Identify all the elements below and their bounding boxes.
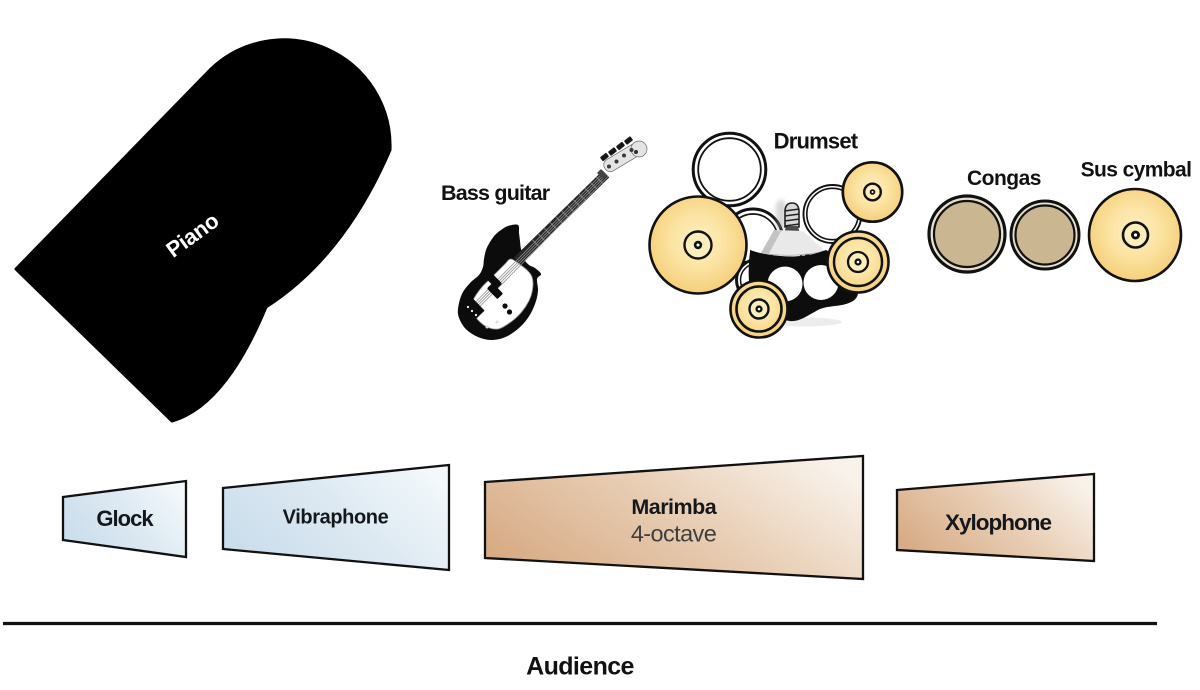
svg-text:Glock: Glock	[96, 506, 154, 531]
svg-text:Xylophone: Xylophone	[945, 510, 1051, 535]
svg-text:Audience: Audience	[526, 653, 634, 681]
svg-text:Drumset: Drumset	[774, 129, 859, 154]
svg-text:Marimba: Marimba	[631, 495, 717, 519]
svg-text:Sus cymbal: Sus cymbal	[1081, 159, 1192, 182]
svg-text:Vibraphone: Vibraphone	[283, 507, 389, 529]
svg-text:Congas: Congas	[967, 167, 1041, 190]
svg-text:4-octave: 4-octave	[631, 521, 717, 547]
svg-text:Bass guitar: Bass guitar	[441, 181, 551, 205]
